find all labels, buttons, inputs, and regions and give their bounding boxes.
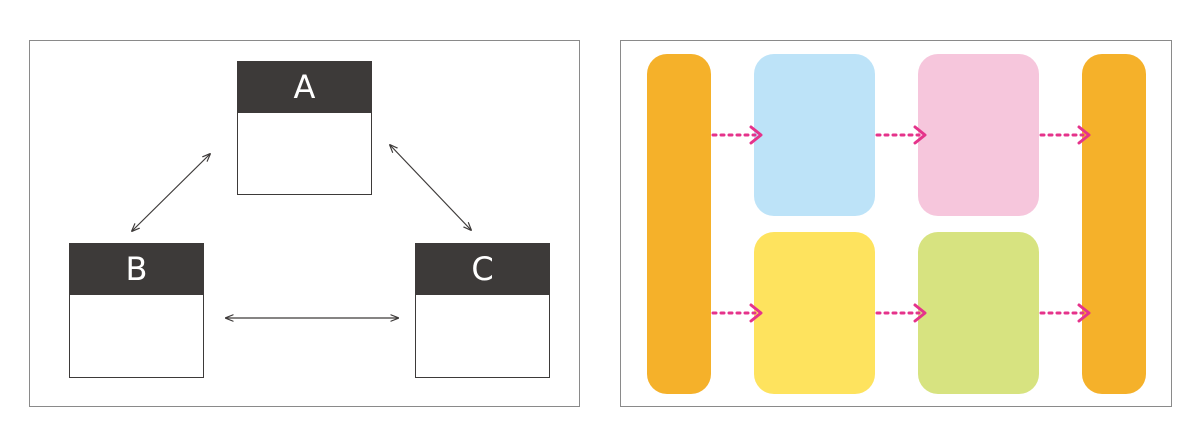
blue-box bbox=[754, 54, 875, 216]
flow-arrow-green-to-right-bar bbox=[1039, 303, 1091, 323]
flow-arrow-blue-to-pink bbox=[875, 125, 927, 145]
node-b-label: B bbox=[70, 244, 203, 295]
connector-a-c bbox=[390, 145, 471, 230]
flow-arrow-pink-to-right-bar bbox=[1039, 125, 1091, 145]
yellow-box bbox=[754, 232, 875, 394]
node-b: B bbox=[69, 243, 204, 378]
right-side-bar bbox=[1082, 54, 1146, 394]
flow-arrow-left-bar-to-blue bbox=[711, 125, 763, 145]
triangle-diagram-panel: A B C bbox=[29, 40, 580, 407]
connectors-layer bbox=[30, 41, 581, 408]
flow-arrow-left-bar-to-yellow bbox=[711, 303, 763, 323]
pink-box bbox=[918, 54, 1039, 216]
node-c: C bbox=[415, 243, 550, 378]
node-a-label: A bbox=[238, 62, 371, 113]
flow-arrows-layer bbox=[711, 125, 1091, 323]
flow-diagram-panel bbox=[620, 40, 1172, 407]
node-c-label: C bbox=[416, 244, 549, 295]
left-side-bar bbox=[647, 54, 711, 394]
connector-a-b bbox=[132, 154, 210, 231]
node-a: A bbox=[237, 61, 372, 195]
flow-arrow-yellow-to-green bbox=[875, 303, 927, 323]
green-box bbox=[918, 232, 1039, 394]
